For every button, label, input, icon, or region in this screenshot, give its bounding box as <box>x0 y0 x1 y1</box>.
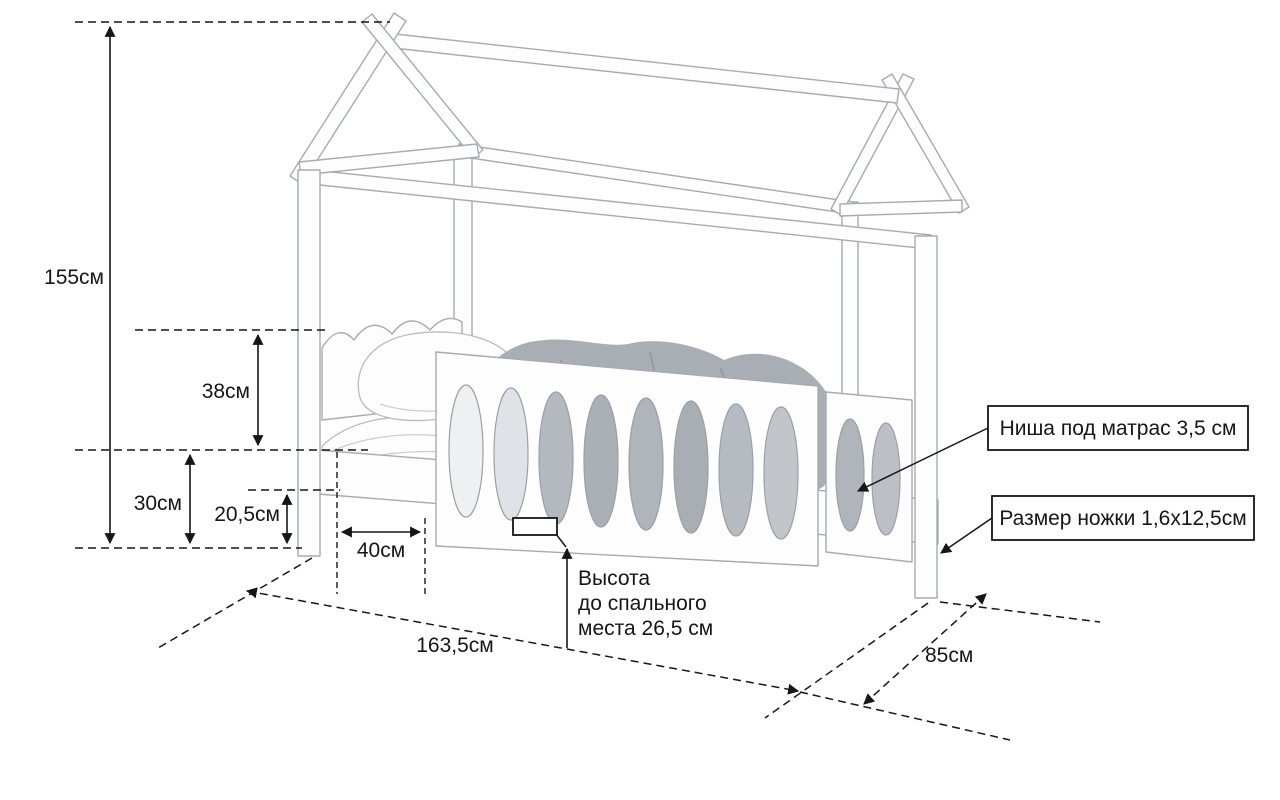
callout-box <box>987 405 1249 451</box>
dim-bed-depth: 85см <box>799 593 1101 741</box>
callout-mattress-niche: Ниша под матрас 3,5 см <box>857 405 1249 492</box>
mattress-wrinkle <box>329 434 441 453</box>
dim-total-height: 155см <box>44 21 390 549</box>
foot-rail-oval-cutout <box>871 422 901 536</box>
bed-illustration <box>289 12 970 599</box>
head-front-post <box>297 169 321 557</box>
foot-gable-tie-beam <box>839 199 963 217</box>
rail-oval-cutout <box>583 394 619 528</box>
head-gable-right-rafter <box>361 13 484 159</box>
foot-rail-oval-cutout <box>835 418 865 532</box>
rail-oval-cutout <box>673 400 709 534</box>
extension-line <box>157 557 313 649</box>
rail-oval-cutout <box>628 397 664 531</box>
dimension-line <box>863 593 987 705</box>
dim-entry-gap-label: 40см <box>357 539 405 562</box>
dim-bed-depth-label: 85см <box>925 644 973 667</box>
leader-line <box>555 533 567 548</box>
sleep-height-note: Высота до спального места 26,5 см <box>512 517 713 648</box>
head-gable-tie-beam <box>298 143 480 176</box>
extension-line <box>764 602 929 719</box>
rail-oval-cutout <box>763 406 799 540</box>
dim-bed-length: 163,5см <box>157 557 929 719</box>
dim-base-height: 30см <box>134 453 196 545</box>
extension-line <box>939 601 1101 623</box>
dimension-line <box>245 587 800 695</box>
rail-oval-cutout <box>493 387 529 521</box>
dim-headboard-height-label: 38см <box>202 380 250 403</box>
callout-box <box>991 495 1255 541</box>
rail-oval-cutout <box>448 384 484 518</box>
height-reference-marker <box>512 517 558 536</box>
dim-underbed-clearance: 20,5см <box>214 489 340 545</box>
dim-base-height-label: 30см <box>134 492 182 515</box>
leader-arrow <box>940 517 993 554</box>
leader-arrow <box>857 427 989 492</box>
dim-underbed-clearance-label: 20,5см <box>214 503 280 526</box>
callout-leg-size: Размер ножки 1,6х12,5см <box>940 495 1255 554</box>
callout-leg-size-label: Размер ножки 1,6х12,5см <box>999 507 1246 530</box>
sleep-height-line2: до спального <box>578 592 707 615</box>
foot-gable-left-rafter <box>830 73 915 216</box>
callout-mattress-niche-label: Ниша под матрас 3,5 см <box>1000 417 1237 440</box>
foot-front-post <box>914 235 938 599</box>
roof-frame <box>289 12 970 250</box>
foot-rail <box>825 391 913 563</box>
sleep-height-line3: места 26,5 см <box>578 617 713 640</box>
safety-rail-panel <box>435 351 819 567</box>
front-safety-rail <box>435 351 819 567</box>
head-gable-left-rafter <box>289 12 407 185</box>
dim-bed-length-label: 163,5см <box>416 634 494 657</box>
dim-entry-gap: 40см <box>336 452 426 594</box>
rail-oval-cutout <box>538 391 574 525</box>
sleep-height-line1: Высота <box>578 567 650 590</box>
extension-line <box>799 691 1011 741</box>
dim-headboard-height: 38см <box>75 329 368 451</box>
dim-total-height-label: 155см <box>44 266 104 289</box>
rail-oval-cutout <box>718 403 754 537</box>
ridge-beam <box>383 32 900 104</box>
